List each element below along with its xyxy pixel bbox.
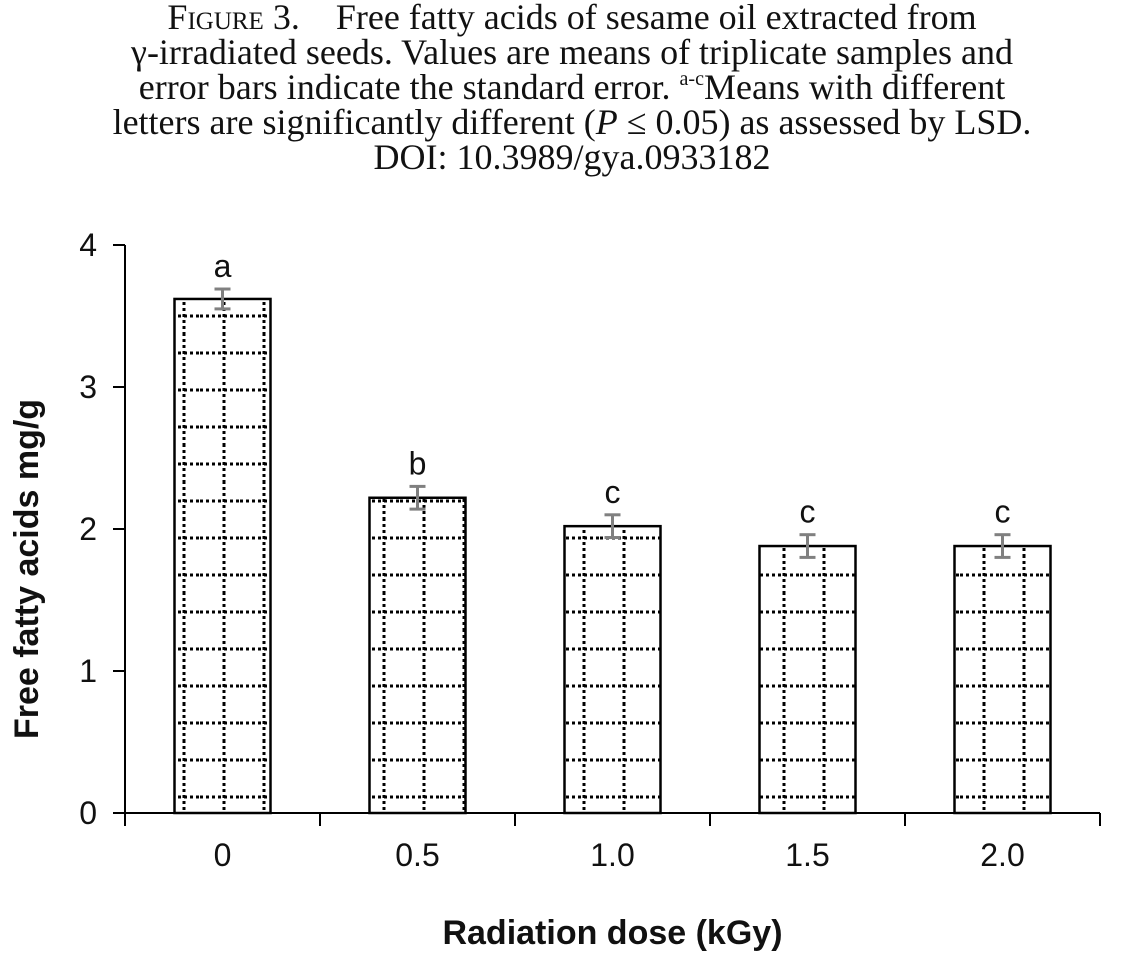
x-axis-title: Radiation dose (kGy)	[442, 914, 782, 952]
significance-letter: c	[995, 494, 1011, 530]
caption-line-3-end: Means with different	[703, 67, 1006, 107]
x-tick-label: 0	[214, 837, 232, 873]
x-tick-label: 2.0	[980, 837, 1024, 873]
significance-letter: c	[800, 494, 816, 530]
y-axis-title: Free fatty acids mg/g	[8, 399, 46, 739]
caption-line-3-start: error bars indicate the standard error.	[138, 67, 680, 107]
bar	[368, 496, 467, 815]
x-tick-label: 0.5	[395, 837, 439, 873]
x-tick-label: 1.5	[785, 837, 829, 873]
y-tick-label: 4	[79, 227, 97, 263]
y-tick-label: 2	[79, 511, 97, 547]
caption-line-2: γ-irradiated seeds. Values are means of …	[131, 32, 1013, 72]
y-tick-label: 0	[79, 795, 97, 831]
significance-letter: b	[409, 445, 427, 481]
bar	[758, 544, 857, 815]
bar	[173, 297, 272, 815]
caption-superscript: a-c	[679, 68, 704, 90]
caption-line-4-end: ≤ 0.05) as assessed by LSD.	[617, 102, 1032, 142]
caption-line-4: letters are significantly different (P ≤…	[0, 102, 1144, 142]
caption-title: Free fatty acids of sesame oil extracted…	[335, 0, 977, 37]
caption-line-1: Figure 3. Free fatty acids of sesame oil…	[0, 0, 1144, 35]
figure-label: Figure 3.	[167, 0, 300, 37]
bar	[563, 524, 662, 815]
significance-letter: c	[605, 474, 621, 510]
x-tick-label: 1.0	[590, 837, 634, 873]
caption-line-3: error bars indicate the standard error. …	[0, 67, 1144, 107]
caption-p-symbol: P	[595, 102, 618, 142]
caption-line-4-start: letters are significantly different (	[112, 102, 596, 142]
bar	[953, 544, 1052, 815]
figure-caption: Figure 3. Free fatty acids of sesame oil…	[0, 0, 1144, 175]
y-tick-label: 3	[79, 369, 97, 405]
chart-bars	[173, 287, 1052, 815]
caption-doi: DOI: 10.3989/gya.0933182	[373, 137, 771, 177]
significance-letter: a	[214, 248, 232, 284]
y-tick-label: 1	[79, 653, 97, 689]
